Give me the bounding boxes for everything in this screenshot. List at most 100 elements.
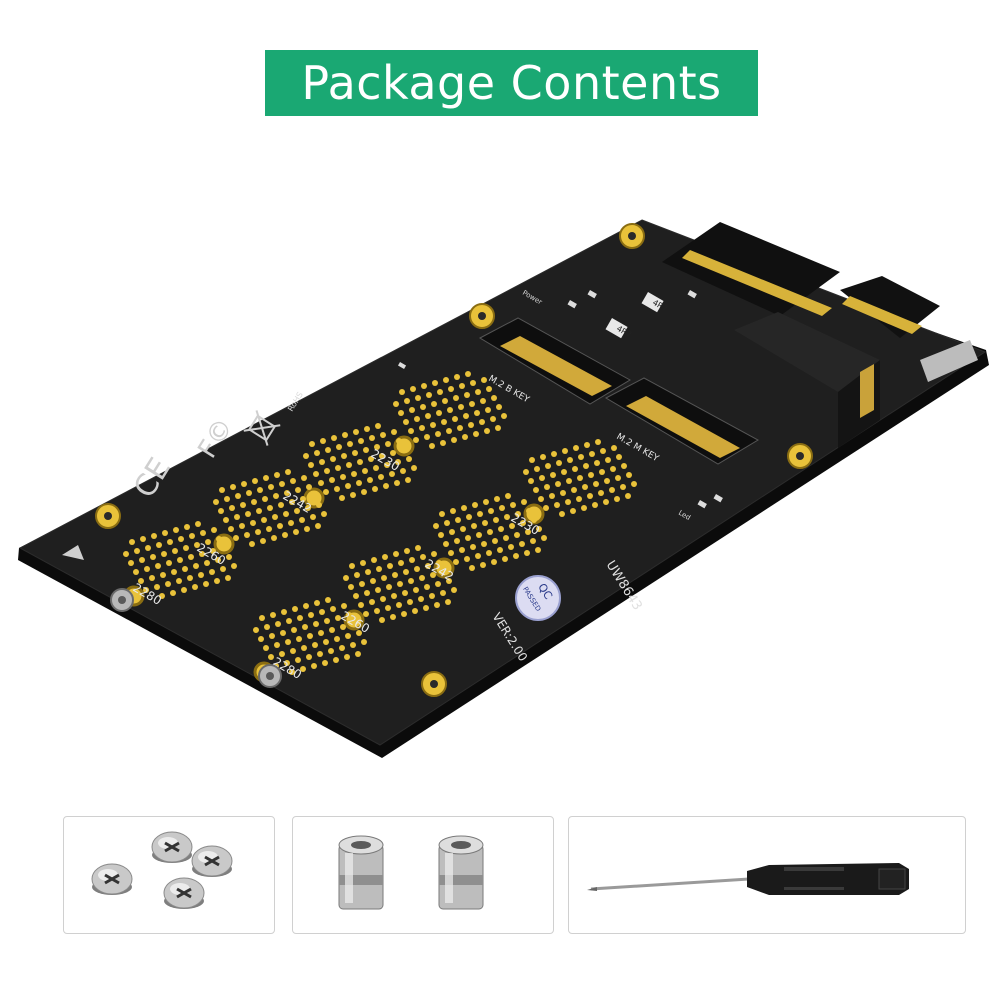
pad-dot xyxy=(413,587,419,593)
pad-dot xyxy=(280,630,286,636)
pad-dot xyxy=(356,630,362,636)
pad-dot xyxy=(363,611,369,617)
pad-dot xyxy=(463,413,469,419)
pad-dot xyxy=(295,657,301,663)
pad-dot xyxy=(300,666,306,672)
pad-dot xyxy=(465,535,471,541)
standoff-icon xyxy=(438,835,484,910)
pad-dot xyxy=(297,615,303,621)
pad-dot xyxy=(252,478,258,484)
pad-dot xyxy=(347,441,353,447)
pad-dot xyxy=(325,597,331,603)
pad-dot xyxy=(133,569,139,575)
pad-dot xyxy=(589,451,595,457)
pad-dot xyxy=(521,499,527,505)
pad-dot xyxy=(433,523,439,529)
pad-dot xyxy=(325,447,331,453)
pad-dot xyxy=(346,612,352,618)
screws-panel xyxy=(63,816,275,934)
pad-dot xyxy=(440,440,446,446)
pad-dot xyxy=(482,520,488,526)
sata-connectors xyxy=(662,222,940,338)
smd-components xyxy=(398,290,723,509)
pad-dot xyxy=(288,520,294,526)
adapter-board-svg: M.2 B KEY M.2 M KEY 4R7 4R7 Power Led Ro… xyxy=(18,219,989,758)
pad-dot xyxy=(464,392,470,398)
pad-dot xyxy=(415,395,421,401)
pad-dot xyxy=(418,596,424,602)
pad-dot xyxy=(293,529,299,535)
pad-dot xyxy=(448,386,454,392)
pad-dot xyxy=(446,578,452,584)
pad-dot xyxy=(396,438,402,444)
pad-dot xyxy=(215,557,221,563)
pad-dot xyxy=(188,554,194,560)
pad-dot xyxy=(469,565,475,571)
pad-dot xyxy=(315,523,321,529)
pad-dot xyxy=(274,472,280,478)
pad-dot xyxy=(485,407,491,413)
pad-dot xyxy=(436,410,442,416)
pad-dot xyxy=(395,459,401,465)
pad-dot xyxy=(303,603,309,609)
pad-dot xyxy=(348,584,354,590)
pad-dot xyxy=(319,459,325,465)
pad-dot xyxy=(306,484,312,490)
pad-dot xyxy=(239,523,245,529)
pad-dot xyxy=(300,496,306,502)
pad-dot xyxy=(424,584,430,590)
pad-dot xyxy=(421,383,427,389)
pad-dot xyxy=(534,466,540,472)
pad-dot xyxy=(335,465,341,471)
pad-dot xyxy=(364,426,370,432)
pad-dot xyxy=(349,563,355,569)
pad-dot xyxy=(394,480,400,486)
m2-slot-b-key xyxy=(478,317,632,405)
pad-dot xyxy=(324,468,330,474)
pad-dot xyxy=(411,465,417,471)
pad-dot xyxy=(223,517,229,523)
pad-dot xyxy=(449,529,455,535)
pad-dot xyxy=(408,578,414,584)
pad-dot xyxy=(162,530,168,536)
pad-dot xyxy=(425,413,431,419)
pad-dot xyxy=(459,383,465,389)
pad-dot xyxy=(285,639,291,645)
standoffs-svg xyxy=(338,835,484,910)
pad-dot xyxy=(392,572,398,578)
pad-dot xyxy=(354,572,360,578)
pad-dot xyxy=(550,472,556,478)
pad-dot xyxy=(448,550,454,556)
pad-dot xyxy=(431,551,437,557)
pad-dot xyxy=(476,532,482,538)
screws-svg xyxy=(91,831,233,909)
pad-dot xyxy=(155,563,161,569)
pad-dot xyxy=(282,532,288,538)
pad-dot xyxy=(195,521,201,527)
pad-dot xyxy=(491,395,497,401)
pad-dot xyxy=(396,602,402,608)
pad-dot xyxy=(424,434,430,440)
brand-logo-icon xyxy=(62,545,84,560)
pad-dot xyxy=(345,633,351,639)
pad-clusters xyxy=(123,371,637,683)
pad-dot xyxy=(474,410,480,416)
pad-dot xyxy=(399,389,405,395)
pad-dot xyxy=(228,526,234,532)
pad-dot xyxy=(572,466,578,472)
pad-dot xyxy=(457,425,463,431)
mount-hole-center xyxy=(796,452,804,460)
pad-dot xyxy=(209,569,215,575)
pad-dot xyxy=(379,617,385,623)
pad-dot xyxy=(530,538,536,544)
pad-dot xyxy=(305,505,311,511)
screw-icon xyxy=(151,831,193,863)
pad-dot xyxy=(149,575,155,581)
pad-dot xyxy=(292,606,298,612)
pad-dot xyxy=(470,544,476,550)
pad-dot xyxy=(260,538,266,544)
pad-dot xyxy=(408,428,414,434)
pad-dot xyxy=(402,590,408,596)
pad-dot xyxy=(353,429,359,435)
pad-dot xyxy=(533,487,539,493)
